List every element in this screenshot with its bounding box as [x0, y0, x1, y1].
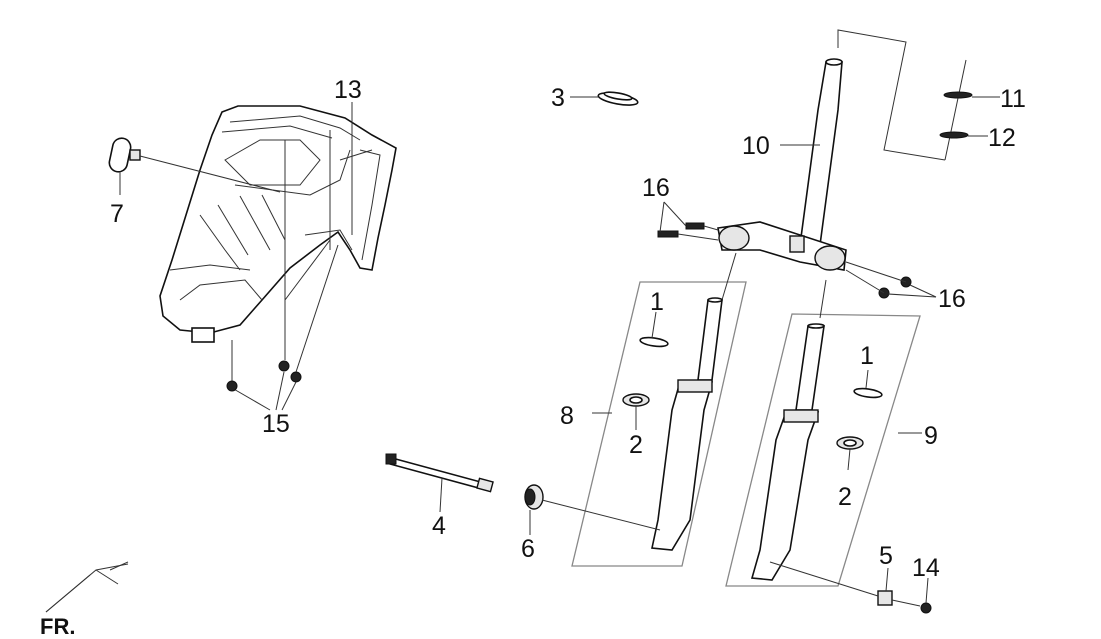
bottom-bridge: [717, 221, 847, 271]
callout-12: 12: [988, 124, 1016, 152]
callout-2-right: 2: [838, 483, 852, 511]
front-direction-arrow: [45, 561, 129, 613]
callout-6: 6: [521, 535, 535, 563]
bolt-part-16-a: [685, 222, 705, 230]
callout-15: 15: [262, 410, 290, 438]
callout-3: 3: [551, 84, 565, 112]
assembly-box-9: [725, 313, 921, 587]
callout-4: 4: [432, 512, 446, 540]
bolt-part-16-b: [657, 230, 679, 238]
steering-stem-part-10: [799, 58, 843, 246]
callout-16-right: 16: [938, 285, 966, 313]
nut-part-14: [920, 602, 932, 614]
bushing-part-5: [877, 590, 893, 606]
callout-16-top: 16: [642, 174, 670, 202]
spacer-part-6: [524, 484, 544, 510]
clip-part-7: [108, 137, 141, 173]
seal-part-1-right: [853, 387, 883, 399]
callout-11: 11: [1000, 85, 1026, 113]
callout-1-right: 1: [860, 342, 874, 370]
callout-9: 9: [924, 422, 938, 450]
callout-5: 5: [879, 542, 893, 570]
fork-leg-left-part-8: [651, 297, 723, 551]
washer-part-2-left: [622, 393, 650, 407]
screw-part-15-a: [226, 380, 238, 392]
orientation-label: FR.: [40, 614, 75, 639]
seal-part-1-left: [639, 336, 669, 348]
callout-10: 10: [742, 132, 770, 160]
callout-8: 8: [560, 402, 574, 430]
fork-leg-right-part-9: [750, 323, 825, 581]
washer-part-2-right: [836, 436, 864, 450]
cover-tab: [191, 327, 215, 343]
callout-13: 13: [334, 76, 362, 104]
clamp-part-3: [597, 91, 639, 106]
callout-1-left: 1: [650, 288, 664, 316]
front-cover-part-13: [159, 105, 397, 343]
axle-part-4: [385, 453, 494, 493]
screw-part-15-b: [278, 360, 290, 372]
assembly-box-8: [571, 281, 747, 567]
screw-part-15-c: [290, 371, 302, 383]
ring-part-11: [943, 91, 973, 99]
callout-2-left: 2: [629, 431, 643, 459]
ring-part-12: [939, 131, 969, 139]
callout-14: 14: [912, 554, 940, 582]
callout-7: 7: [110, 200, 124, 228]
